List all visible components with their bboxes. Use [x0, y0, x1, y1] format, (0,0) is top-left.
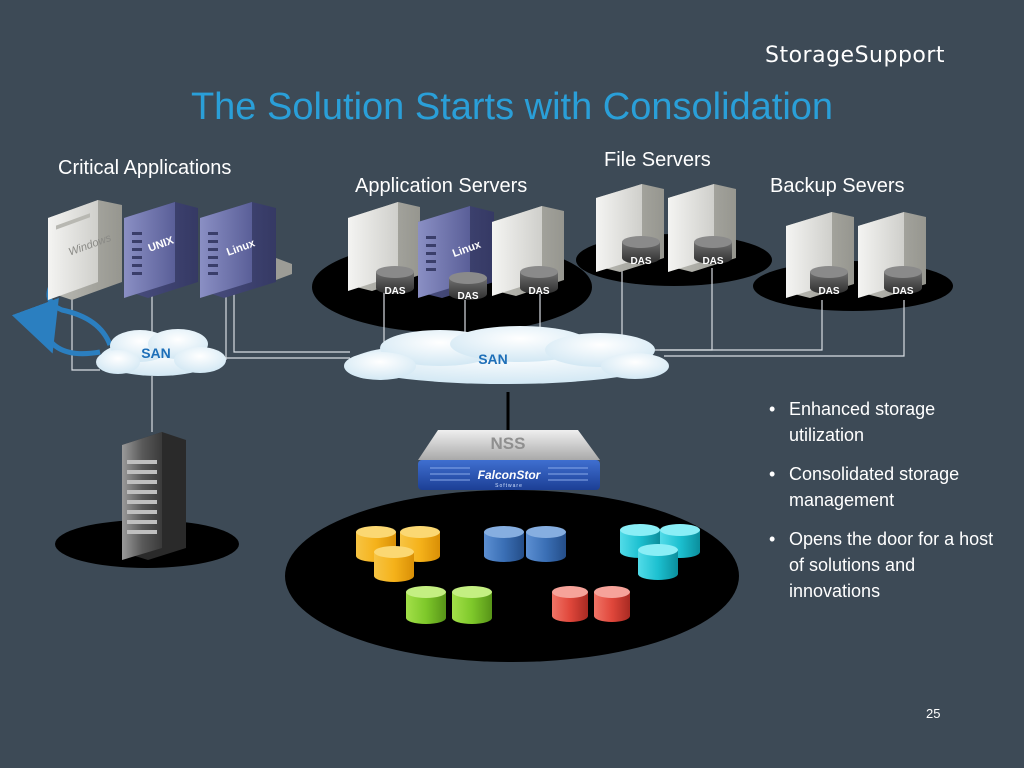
svg-text:DAS: DAS [630, 256, 651, 267]
migration-arrow-lower [11, 297, 101, 357]
rack-server-icon [122, 432, 186, 560]
bullet-item: Enhanced storage utilization [766, 396, 996, 448]
das-disk-app-3: DAS [520, 266, 558, 297]
disk-green-2 [452, 586, 492, 624]
svg-text:DAS: DAS [528, 286, 549, 297]
disk-cyan-3 [638, 544, 678, 580]
svg-text:DAS: DAS [457, 291, 478, 302]
bullet-item: Opens the door for a host of solutions a… [766, 526, 996, 604]
svg-text:DAS: DAS [818, 286, 839, 297]
san-cloud-main: SAN [344, 326, 669, 384]
das-disk-app-2: DAS [449, 272, 487, 302]
svg-text:DAS: DAS [384, 286, 405, 297]
label-application-servers: Application Servers [355, 175, 528, 197]
benefits-list: Enhanced storage utilization Consolidate… [766, 396, 996, 617]
nss-label: NSS [491, 434, 526, 453]
disk-blue-1 [484, 526, 524, 562]
linux-server-critical: Linux [200, 202, 276, 298]
san-cloud-small: SAN [96, 329, 226, 376]
disk-blue-2 [526, 526, 566, 562]
das-disk-backup-1: DAS [810, 266, 848, 297]
san-main-label: SAN [478, 351, 508, 367]
brand-logo-text: StorageSupport [765, 43, 946, 68]
svg-text:DAS: DAS [892, 286, 913, 297]
das-disk-file-2: DAS [694, 236, 732, 267]
svg-text:DAS: DAS [702, 256, 723, 267]
label-backup-servers: Backup Severs [770, 175, 905, 197]
page-number: 25 [926, 706, 941, 721]
label-file-servers: File Servers [604, 149, 711, 171]
das-disk-backup-2: DAS [884, 266, 922, 297]
falconstor-sub-label: Software [495, 483, 523, 489]
das-disk-app-1: DAS [376, 266, 414, 297]
windows-server: Windows [48, 200, 122, 300]
falconstor-label: FalconStor [478, 468, 542, 482]
nss-appliance: NSS FalconStor Software [418, 430, 600, 490]
disk-red-2 [594, 586, 630, 622]
san-small-label: SAN [141, 345, 171, 361]
storage-disks [356, 524, 700, 624]
disk-green-1 [406, 586, 446, 624]
bullet-item: Consolidated storage management [766, 461, 996, 513]
disk-orange-3 [374, 546, 414, 582]
unix-server: UNIX [124, 202, 198, 298]
slide-title: The Solution Starts with Consolidation [190, 86, 834, 128]
label-critical-applications: Critical Applications [58, 157, 232, 179]
das-disk-file-1: DAS [622, 236, 660, 267]
disk-red-1 [552, 586, 588, 622]
